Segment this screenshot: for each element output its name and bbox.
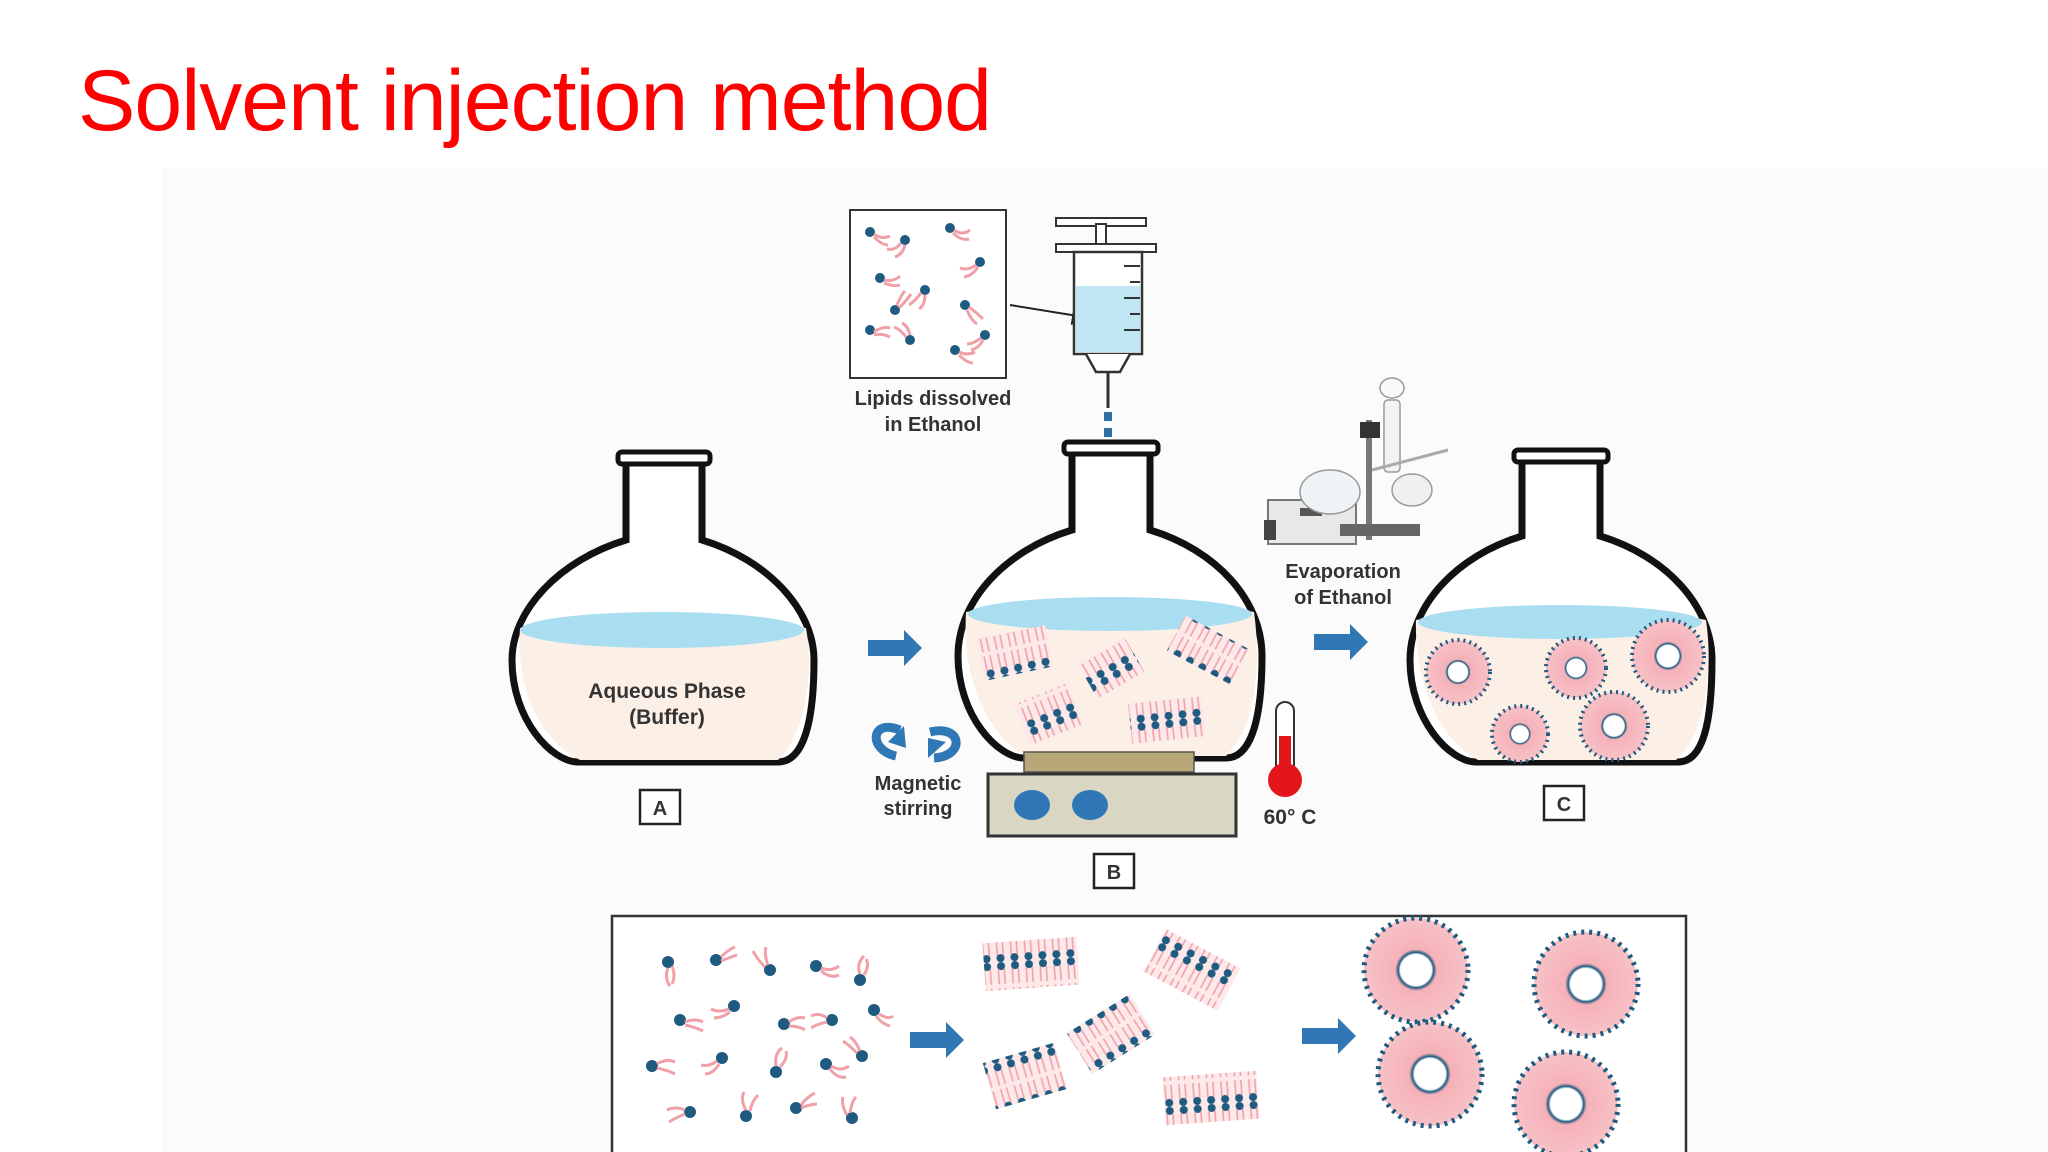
arrow-a-to-b [868,630,922,666]
syringe [1055,217,1157,408]
panel-c-label: C [1557,794,1571,816]
panel-a-label: A [653,798,667,820]
magnetic-label-line2: stirring [884,798,953,820]
vesicles-flask [1424,618,1706,764]
thermometer-icon [1268,701,1302,797]
evaporation-label-line1: Evaporation [1285,561,1401,583]
magnetic-stirrer [986,751,1238,838]
lipids-label-line1: Lipids dissolved [855,388,1012,410]
solvent-injection-diagram: Lipids dissolved in Ethanol Aqueous Phas… [508,209,1716,1152]
summary-vesicles [1361,915,1641,1152]
summary-arrow-1 [910,1022,964,1058]
aqueous-label-line1: Aqueous Phase [588,680,746,703]
process-summary-panel [610,914,1688,1152]
panel-b-label: B [1107,862,1121,884]
free-lipid-molecules [865,223,990,365]
rotary-evaporator-image [1264,377,1449,545]
flask-a: Aqueous Phase (Buffer) [508,449,818,766]
summary-bilayer-sheets [982,929,1260,1126]
summary-free-lipids [646,945,895,1124]
panel-a-box [638,788,682,826]
flask-b [954,439,1266,762]
panel-b-box [1092,852,1136,890]
evaporation-label-line2: of Ethanol [1294,587,1392,609]
lipid-solution-box [849,209,1007,379]
flask-c [1406,447,1716,766]
figure-panel: Lipids dissolved in Ethanol Aqueous Phas… [162,168,2048,1152]
bilayer-sheets-flask [976,615,1250,746]
slide-title: Solvent injection method [78,53,992,149]
arrow-b-to-c [1314,624,1368,660]
panel-c-box [1542,784,1586,822]
lipids-label-line2: in Ethanol [885,414,982,436]
aqueous-label-line2: (Buffer) [629,706,705,729]
temperature-label: 60° C [1264,806,1317,829]
magnetic-label-line1: Magnetic [875,773,962,795]
stirring-rotation-icon [871,723,961,763]
summary-arrow-2 [1302,1018,1356,1054]
